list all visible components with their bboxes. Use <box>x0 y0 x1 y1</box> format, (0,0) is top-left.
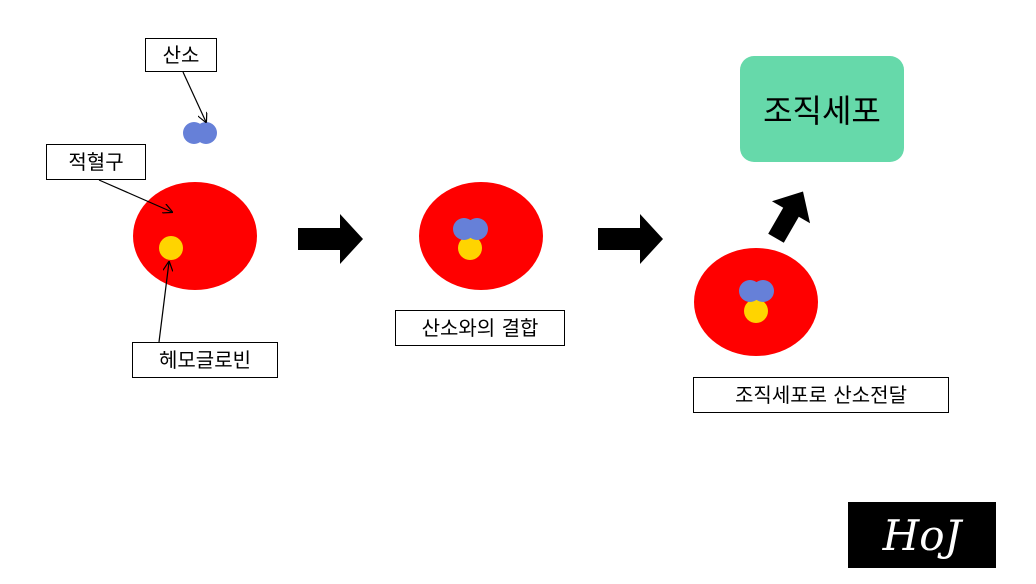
oxygen-binding-label: 산소와의 결합 <box>395 310 565 346</box>
oxygen-delivery-label: 조직세포로 산소전달 <box>693 377 949 413</box>
oxygen-molecule-2 <box>453 218 488 240</box>
process-arrow-2 <box>598 214 663 264</box>
hemoglobin-3 <box>744 299 768 323</box>
oxygen-label: 산소 <box>145 38 217 72</box>
tissue-cell-box: 조직세포 <box>740 56 904 162</box>
delivery-arrow <box>768 191 811 243</box>
logo: HoJ <box>848 502 996 568</box>
oxygen-leader-line <box>182 71 206 122</box>
process-arrow-1 <box>298 214 363 264</box>
hemoglobin-1 <box>159 236 183 260</box>
red-blood-cell-1 <box>133 182 257 290</box>
red-blood-cell-label: 적혈구 <box>46 144 146 180</box>
red-blood-cell-leader-line <box>98 179 172 212</box>
hemoglobin-label: 헤모글로빈 <box>132 342 278 378</box>
oxygen-molecule-1 <box>183 122 217 144</box>
hemoglobin-2 <box>458 236 482 260</box>
hemoglobin-leader-line <box>158 262 169 343</box>
oxygen-molecule-3 <box>739 280 774 302</box>
